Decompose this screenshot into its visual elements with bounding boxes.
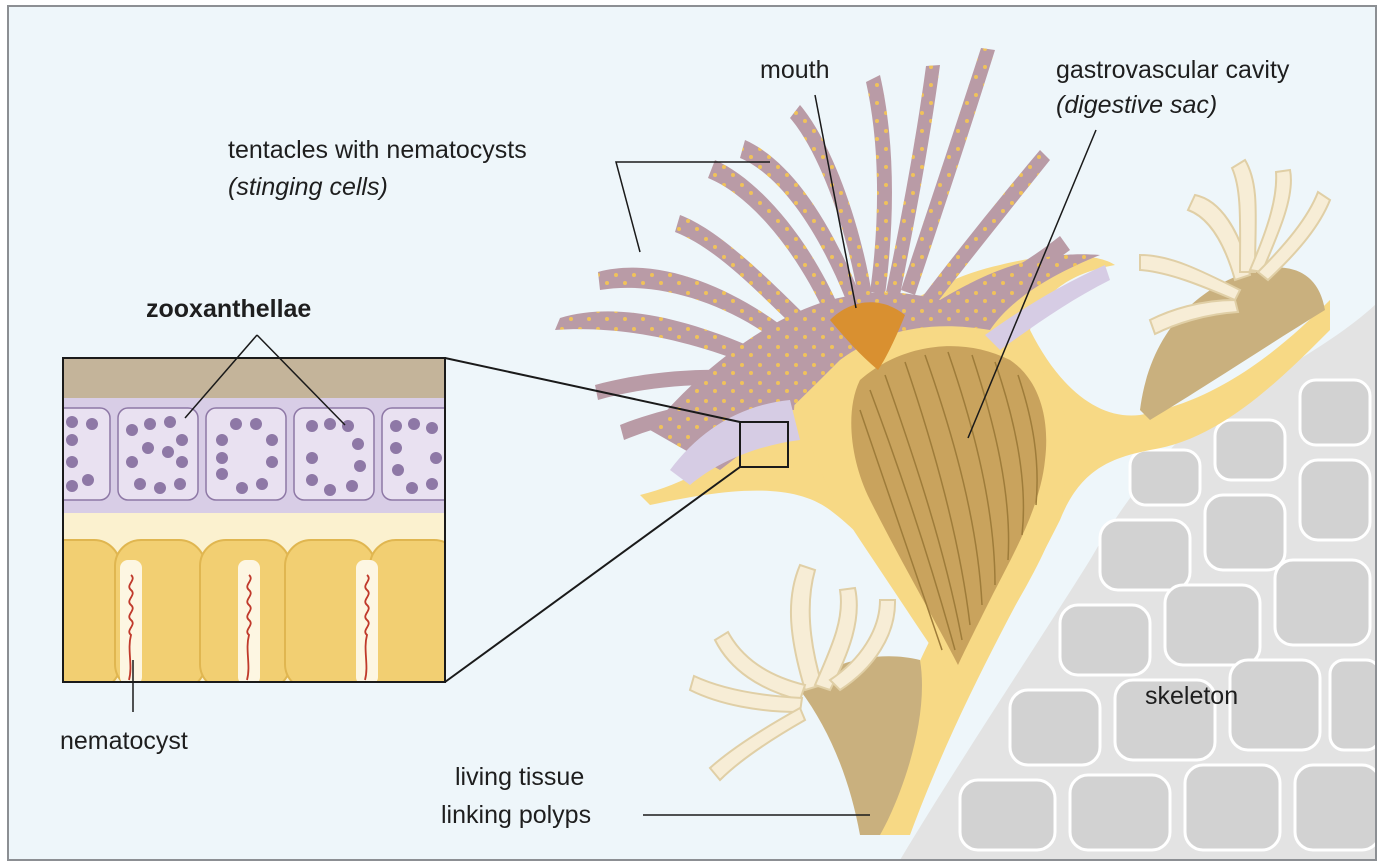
tissue-inset [30,358,462,690]
tissue-label-line1: living tissue [455,762,584,792]
mouth-label: mouth [760,55,829,85]
skeleton-label: skeleton [1145,681,1238,711]
back-polyp-lower [690,565,922,835]
tissue-label-line2: linking polyps [441,800,591,830]
nematocyst-label: nematocyst [60,726,188,756]
zooxanthellae-label: zooxanthellae [146,294,311,324]
zoom-line-bottom [445,467,740,682]
cavity-sublabel: (digestive sac) [1056,90,1217,120]
tentacles-sublabel: (stinging cells) [228,172,388,202]
main-polyp [555,48,1110,690]
tentacles-label: tentacles with nematocysts [228,135,527,165]
cavity-label: gastrovascular cavity [1056,55,1289,85]
